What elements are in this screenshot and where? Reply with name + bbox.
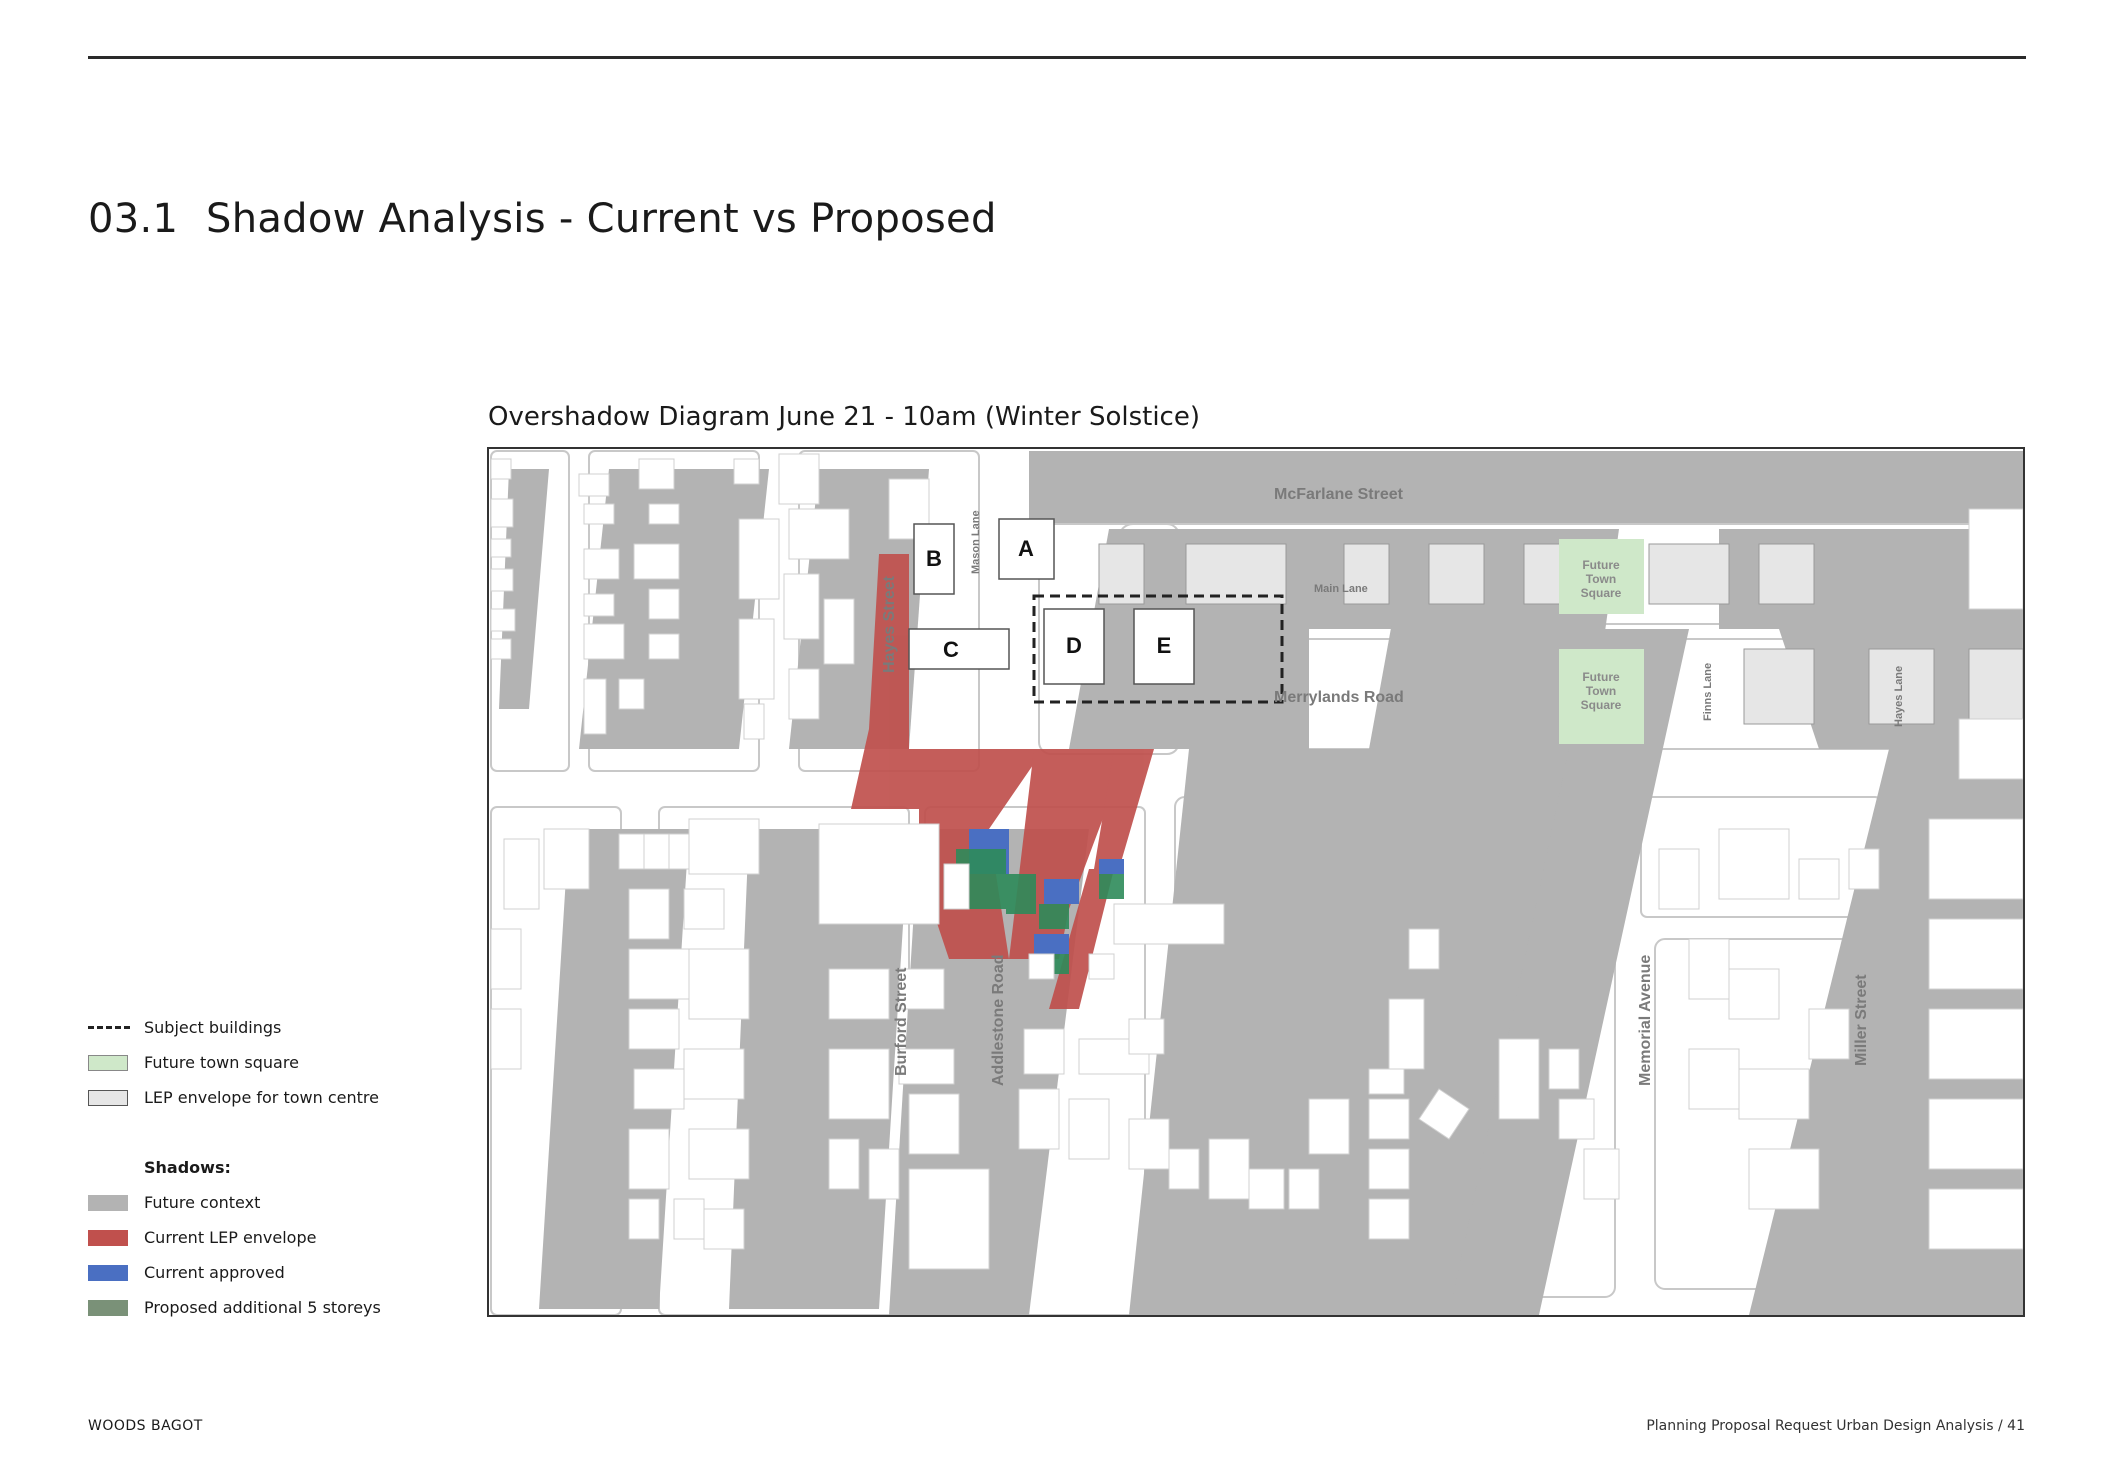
building-a [998, 518, 1055, 580]
town-square-label-5: Town [1586, 684, 1616, 698]
section-title-text: Shadow Analysis - Current vs Proposed [206, 196, 997, 242]
building-b-label: B [926, 546, 942, 571]
swatch-future-town-square [88, 1054, 128, 1071]
building-labels: B A C D E [926, 536, 1171, 662]
dashed-line-swatch [88, 1026, 130, 1029]
town-square-label-6: Square [1581, 698, 1622, 712]
context-buildings [490, 453, 2023, 1270]
street-label-merrylands: Merrylands Road [1274, 689, 1404, 706]
street-label-mcfarlane: McFarlane Street [1274, 486, 1404, 503]
legend-label: Future context [144, 1193, 261, 1212]
building-c-label: C [943, 637, 959, 662]
future-town-squares [1559, 539, 1644, 744]
legend-label: Current approved [144, 1263, 285, 1282]
swatch-current-approved [88, 1264, 128, 1281]
legend-label: Proposed additional 5 storeys [144, 1298, 381, 1317]
building-c [908, 628, 1010, 670]
legend-shadows-heading: Shadows: [144, 1158, 231, 1177]
legend-label: Future town square [144, 1053, 299, 1072]
footer-document-title: Planning Proposal Request Urban Design A… [1646, 1418, 1994, 1434]
building-a-label: A [1018, 536, 1034, 561]
swatch-proposed-additional [88, 1299, 128, 1316]
legend-label: LEP envelope for town centre [144, 1088, 379, 1107]
street-label-burford: Burford Street [893, 967, 910, 1076]
top-rule [88, 56, 2026, 59]
shadow-map-canvas: Future Town Square Future Town Square [489, 449, 2023, 1315]
subject-buildings [908, 518, 1195, 685]
street-label-main: Main Lane [1314, 583, 1368, 595]
street-label-hayes-lane: Hayes Lane [1893, 666, 1905, 727]
legend-label: Subject buildings [144, 1018, 282, 1037]
legend-label: Current LEP envelope [144, 1228, 317, 1247]
swatch-future-context [88, 1194, 128, 1211]
street-label-hayes: Hayes Street [881, 575, 898, 673]
town-square-label-1: Future [1582, 558, 1620, 572]
legend-current-lep: Current LEP envelope [88, 1228, 316, 1247]
street-label-addlestone: Addlestone Road [990, 954, 1007, 1086]
town-square-label-4: Future [1582, 670, 1620, 684]
street-labels: McFarlane Street Merrylands Road Main La… [881, 486, 1905, 1086]
town-square-label-2: Town [1586, 572, 1616, 586]
town-square-labels: Future Town Square Future Town Square [1581, 558, 1622, 712]
page-title: 03.1 Shadow Analysis - Current vs Propose… [88, 196, 997, 242]
swatch-lep-envelope [88, 1089, 128, 1106]
street-label-miller: Miller Street [1853, 974, 1870, 1066]
footer-page-number: 41 [2007, 1418, 2025, 1434]
building-e-label: E [1157, 633, 1172, 658]
swatch-current-lep [88, 1229, 128, 1246]
street-label-finns: Finns Lane [1702, 663, 1714, 721]
town-square-label-3: Square [1581, 586, 1622, 600]
section-number: 03.1 [88, 196, 179, 242]
shadow-map: Future Town Square Future Town Square [487, 447, 2025, 1317]
legend-current-approved: Current approved [88, 1263, 285, 1282]
footer-document-info: Planning Proposal Request Urban Design A… [1646, 1418, 2025, 1434]
lep-envelope-buildings [1098, 543, 2023, 725]
building-d-label: D [1066, 633, 1082, 658]
street-label-mason: Mason Lane [970, 510, 982, 574]
legend-future-context: Future context [88, 1193, 260, 1212]
diagram-title: Overshadow Diagram June 21 - 10am (Winte… [488, 402, 1200, 432]
legend-proposed-additional: Proposed additional 5 storeys [88, 1298, 381, 1317]
building-b [913, 523, 955, 595]
building-e [1133, 608, 1195, 685]
legend-lep-envelope: LEP envelope for town centre [88, 1088, 379, 1107]
footer-company: WOODS BAGOT [88, 1418, 203, 1434]
building-d [1043, 608, 1105, 685]
footer-separator: / [1998, 1418, 2003, 1434]
legend-subject-buildings: Subject buildings [88, 1018, 281, 1037]
street-label-memorial: Memorial Avenue [1637, 955, 1654, 1086]
legend-future-town-square: Future town square [88, 1053, 299, 1072]
